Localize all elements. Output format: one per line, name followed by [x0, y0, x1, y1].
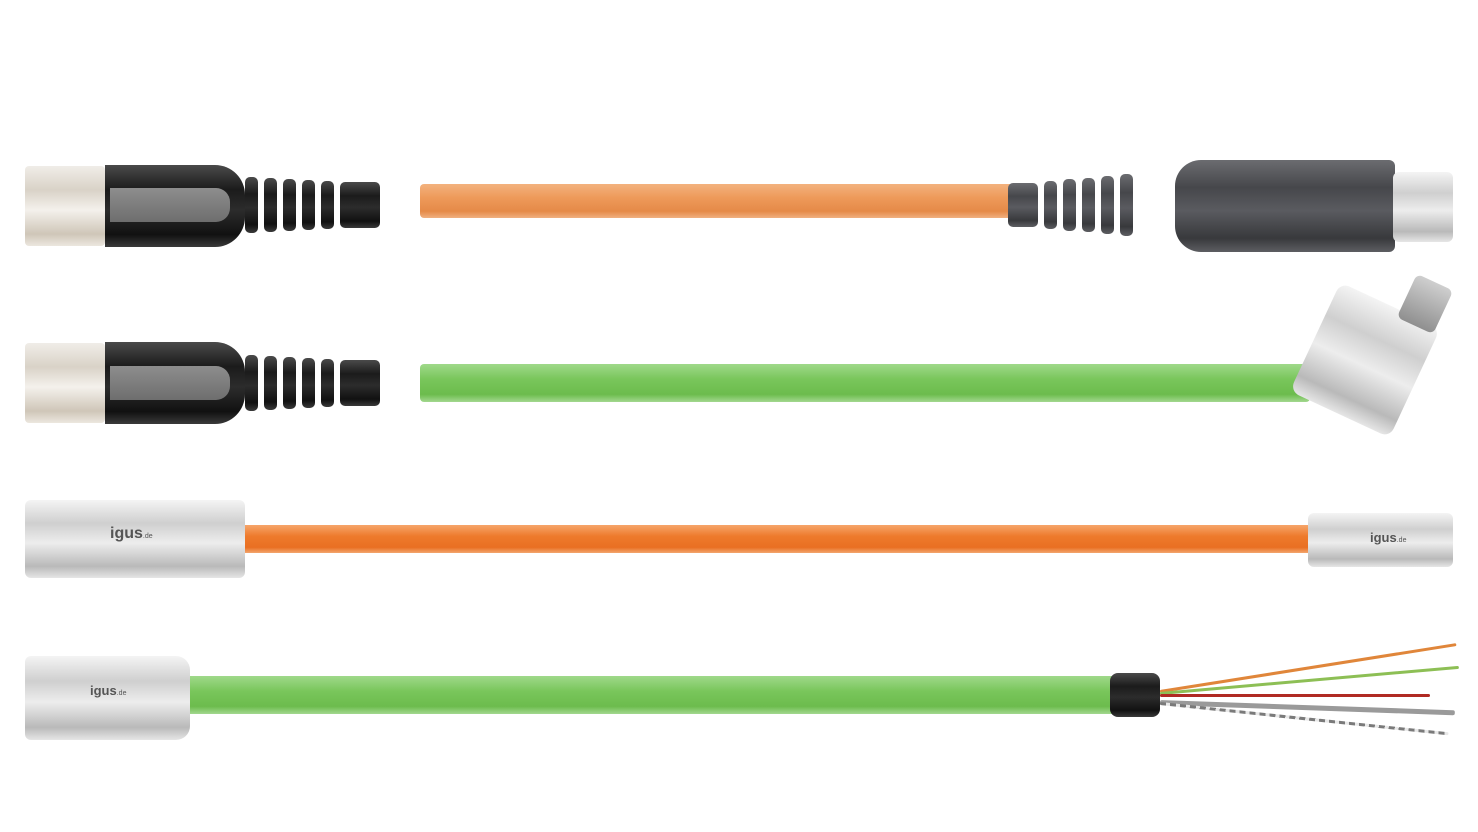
cable-1-left-strain-relief — [245, 175, 380, 235]
cable-2-left-label-plate — [110, 366, 230, 400]
cable-2-left-strain-relief — [245, 353, 380, 413]
cable-2-jacket — [420, 364, 1310, 402]
cable-4-wire-red — [1160, 694, 1430, 697]
cable-4-left-connector — [25, 656, 190, 740]
cable-1-left-connector-tip — [25, 166, 105, 246]
cable-3-left-brand: igus.de — [110, 525, 153, 542]
cable-2-left-connector-tip — [25, 343, 105, 423]
cable-1-right-strain-relief — [1008, 174, 1133, 236]
cable-1-right-connector-body — [1175, 160, 1395, 252]
cable-3-right-connector — [1308, 513, 1453, 567]
cable-3-jacket — [240, 525, 1315, 553]
cable-1-jacket — [420, 184, 1020, 218]
cable-4-jacket — [185, 676, 1120, 714]
cable-3-right-brand: igus.de — [1370, 530, 1407, 545]
cable-4-left-brand: igus.de — [90, 683, 127, 698]
cable-4-wire-green — [1159, 665, 1459, 695]
cable-4-wire-orange — [1159, 643, 1457, 693]
cable-1-right-connector-thread — [1393, 172, 1453, 242]
cable-3-left-connector — [25, 500, 245, 578]
cable-1-left-label-plate — [110, 188, 230, 222]
cable-4-end-sleeve — [1110, 673, 1160, 717]
